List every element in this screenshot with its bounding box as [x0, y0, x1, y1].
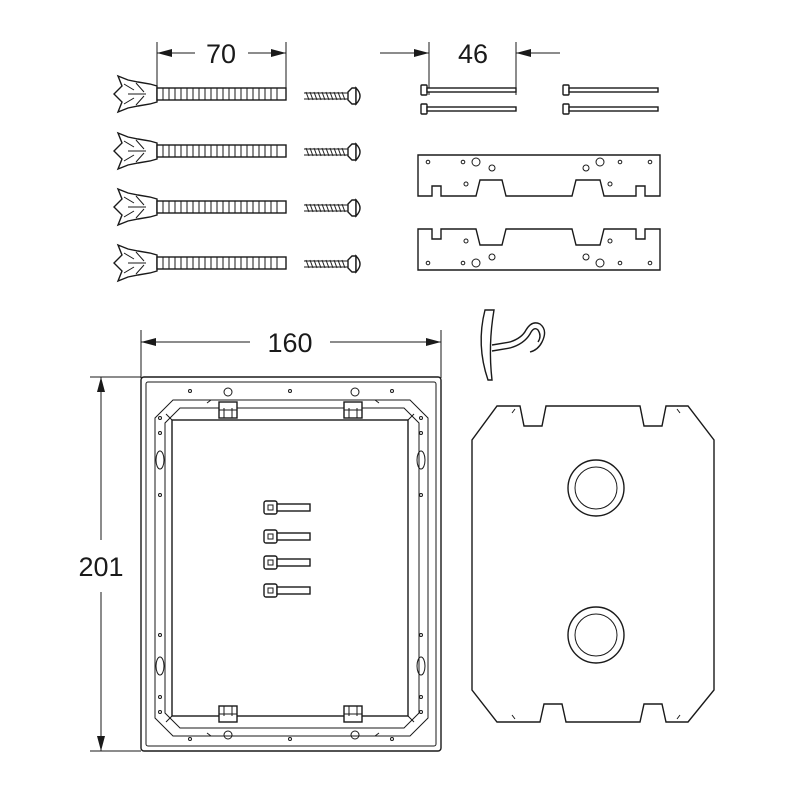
dimension-46: 46: [380, 39, 560, 95]
frame-screw: [263, 555, 311, 570]
long-bolt: [420, 103, 517, 115]
mounting-plate: [471, 405, 715, 723]
mounting-bracket-bottom: [417, 228, 661, 271]
dimension-201: 201: [78, 376, 141, 752]
dimension-70: 70: [156, 39, 287, 95]
long-bolt: [562, 84, 659, 96]
long-bolts: [420, 84, 659, 115]
frame-screw: [263, 583, 311, 598]
wall-anchors: [113, 74, 287, 283]
screw: [304, 254, 361, 274]
frame-screws: [263, 500, 311, 598]
frame-screw: [263, 529, 311, 544]
screw: [304, 198, 361, 218]
dimension-label-160: 160: [267, 328, 312, 358]
long-bolt: [562, 103, 659, 115]
screw: [304, 142, 361, 162]
wall-anchor: [113, 243, 287, 283]
dimension-label-201: 201: [78, 552, 123, 582]
dimension-label-70: 70: [206, 39, 236, 69]
suction-hook: [480, 309, 546, 381]
long-bolt: [420, 84, 517, 96]
screw: [304, 86, 361, 106]
mounting-bracket-top: [417, 154, 661, 197]
dimension-label-46: 46: [458, 39, 488, 69]
dimension-160: 160: [140, 328, 442, 378]
wall-anchor: [113, 131, 287, 171]
wall-anchor: [113, 187, 287, 227]
frame-screw: [263, 500, 311, 515]
screws: [304, 86, 361, 274]
wall-anchor: [113, 74, 287, 114]
